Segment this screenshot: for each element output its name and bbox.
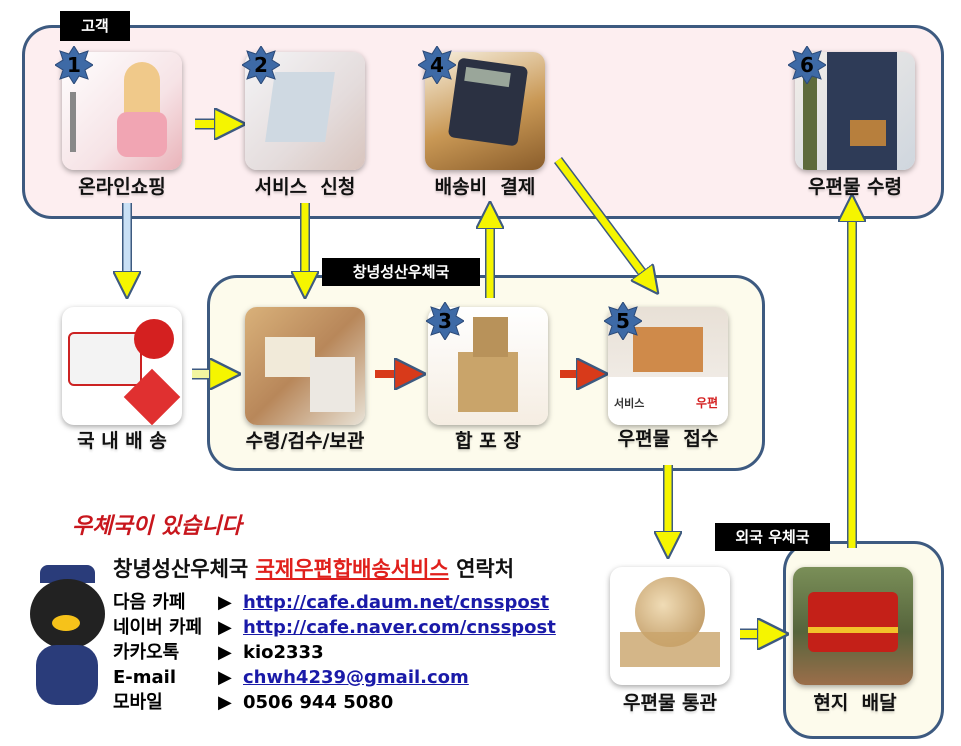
label-combine-pack: 합 포 장 bbox=[455, 430, 521, 452]
slogan-logo: 우체국이 있습니다 bbox=[72, 513, 242, 539]
post-sign-text: 우편 bbox=[696, 396, 719, 410]
contact-label: E-mail bbox=[113, 667, 177, 688]
step-badge-1: 1 bbox=[54, 45, 94, 85]
label-receive-check: 수령/검수/보관 bbox=[245, 430, 365, 452]
step-badge-5: 5 bbox=[603, 301, 643, 341]
step-badge-6: 6 bbox=[787, 45, 827, 85]
contact-link[interactable]: http://cafe.naver.com/cnsspost bbox=[243, 617, 556, 638]
receive-check-image bbox=[245, 307, 365, 425]
contact-label: 다음 카페 bbox=[113, 592, 186, 613]
mail-receive-image bbox=[795, 52, 915, 170]
contact-title: 창녕성산우체국 국제우편합배송서비스 연락처 bbox=[113, 557, 515, 581]
label-mail-receive: 우편물 수령 bbox=[807, 176, 902, 198]
foreign-post-tag: 외국 우체국 bbox=[715, 523, 830, 551]
contact-link[interactable]: http://cafe.daum.net/cnsspost bbox=[243, 592, 550, 613]
arrow-icon: ▶ bbox=[218, 617, 232, 638]
step-badge-4: 4 bbox=[417, 45, 457, 85]
step-badge-3: 3 bbox=[425, 301, 465, 341]
contact-label: 카카오톡 bbox=[113, 642, 180, 663]
label-mail-accept: 우편물 접수 bbox=[617, 428, 719, 450]
label-service-request: 서비스 신청 bbox=[254, 176, 356, 198]
contact-row: 다음 카페 ▶ http://cafe.daum.net/cnsspost bbox=[113, 592, 549, 614]
arrow-icon: ▶ bbox=[218, 667, 232, 688]
label-online-shopping: 온라인쇼핑 bbox=[78, 176, 166, 198]
label-local-delivery: 현지 배달 bbox=[813, 692, 897, 714]
local-delivery-image bbox=[793, 567, 913, 685]
contact-label: 네이버 카페 bbox=[113, 617, 203, 638]
contact-row: E-mail ▶ chwh4239@gmail.com bbox=[113, 667, 469, 689]
contact-value: 0506 944 5080 bbox=[243, 692, 394, 713]
arrow-icon: ▶ bbox=[218, 692, 232, 713]
label-payment: 배송비 결제 bbox=[434, 176, 536, 198]
step-badge-2: 2 bbox=[241, 45, 281, 85]
contact-link[interactable]: chwh4239@gmail.com bbox=[243, 667, 469, 688]
label-customs: 우편물 통관 bbox=[622, 692, 717, 714]
contact-row: 네이버 카페 ▶ http://cafe.naver.com/cnsspost bbox=[113, 617, 556, 639]
service-name-highlight: 국제우편합배송서비스 bbox=[255, 557, 449, 581]
contact-row: 카카오톡 ▶ kio2333 bbox=[113, 642, 324, 664]
post-office-tag: 창녕성산우체국 bbox=[322, 258, 480, 286]
arrow-icon: ▶ bbox=[218, 642, 232, 663]
domestic-delivery-image bbox=[62, 307, 182, 425]
contact-row: 모바일 ▶ 0506 944 5080 bbox=[113, 692, 393, 714]
label-domestic: 국 내 배 송 bbox=[77, 430, 167, 452]
arrow-icon: ▶ bbox=[218, 592, 232, 613]
counter-sign-text: 서비스 bbox=[614, 397, 645, 410]
arrow-4-to-5 bbox=[553, 157, 650, 283]
customs-image bbox=[610, 567, 730, 685]
mascot bbox=[22, 565, 112, 715]
contact-value: kio2333 bbox=[243, 642, 324, 663]
customer-tag: 고객 bbox=[60, 11, 130, 41]
contact-label: 모바일 bbox=[113, 692, 163, 713]
